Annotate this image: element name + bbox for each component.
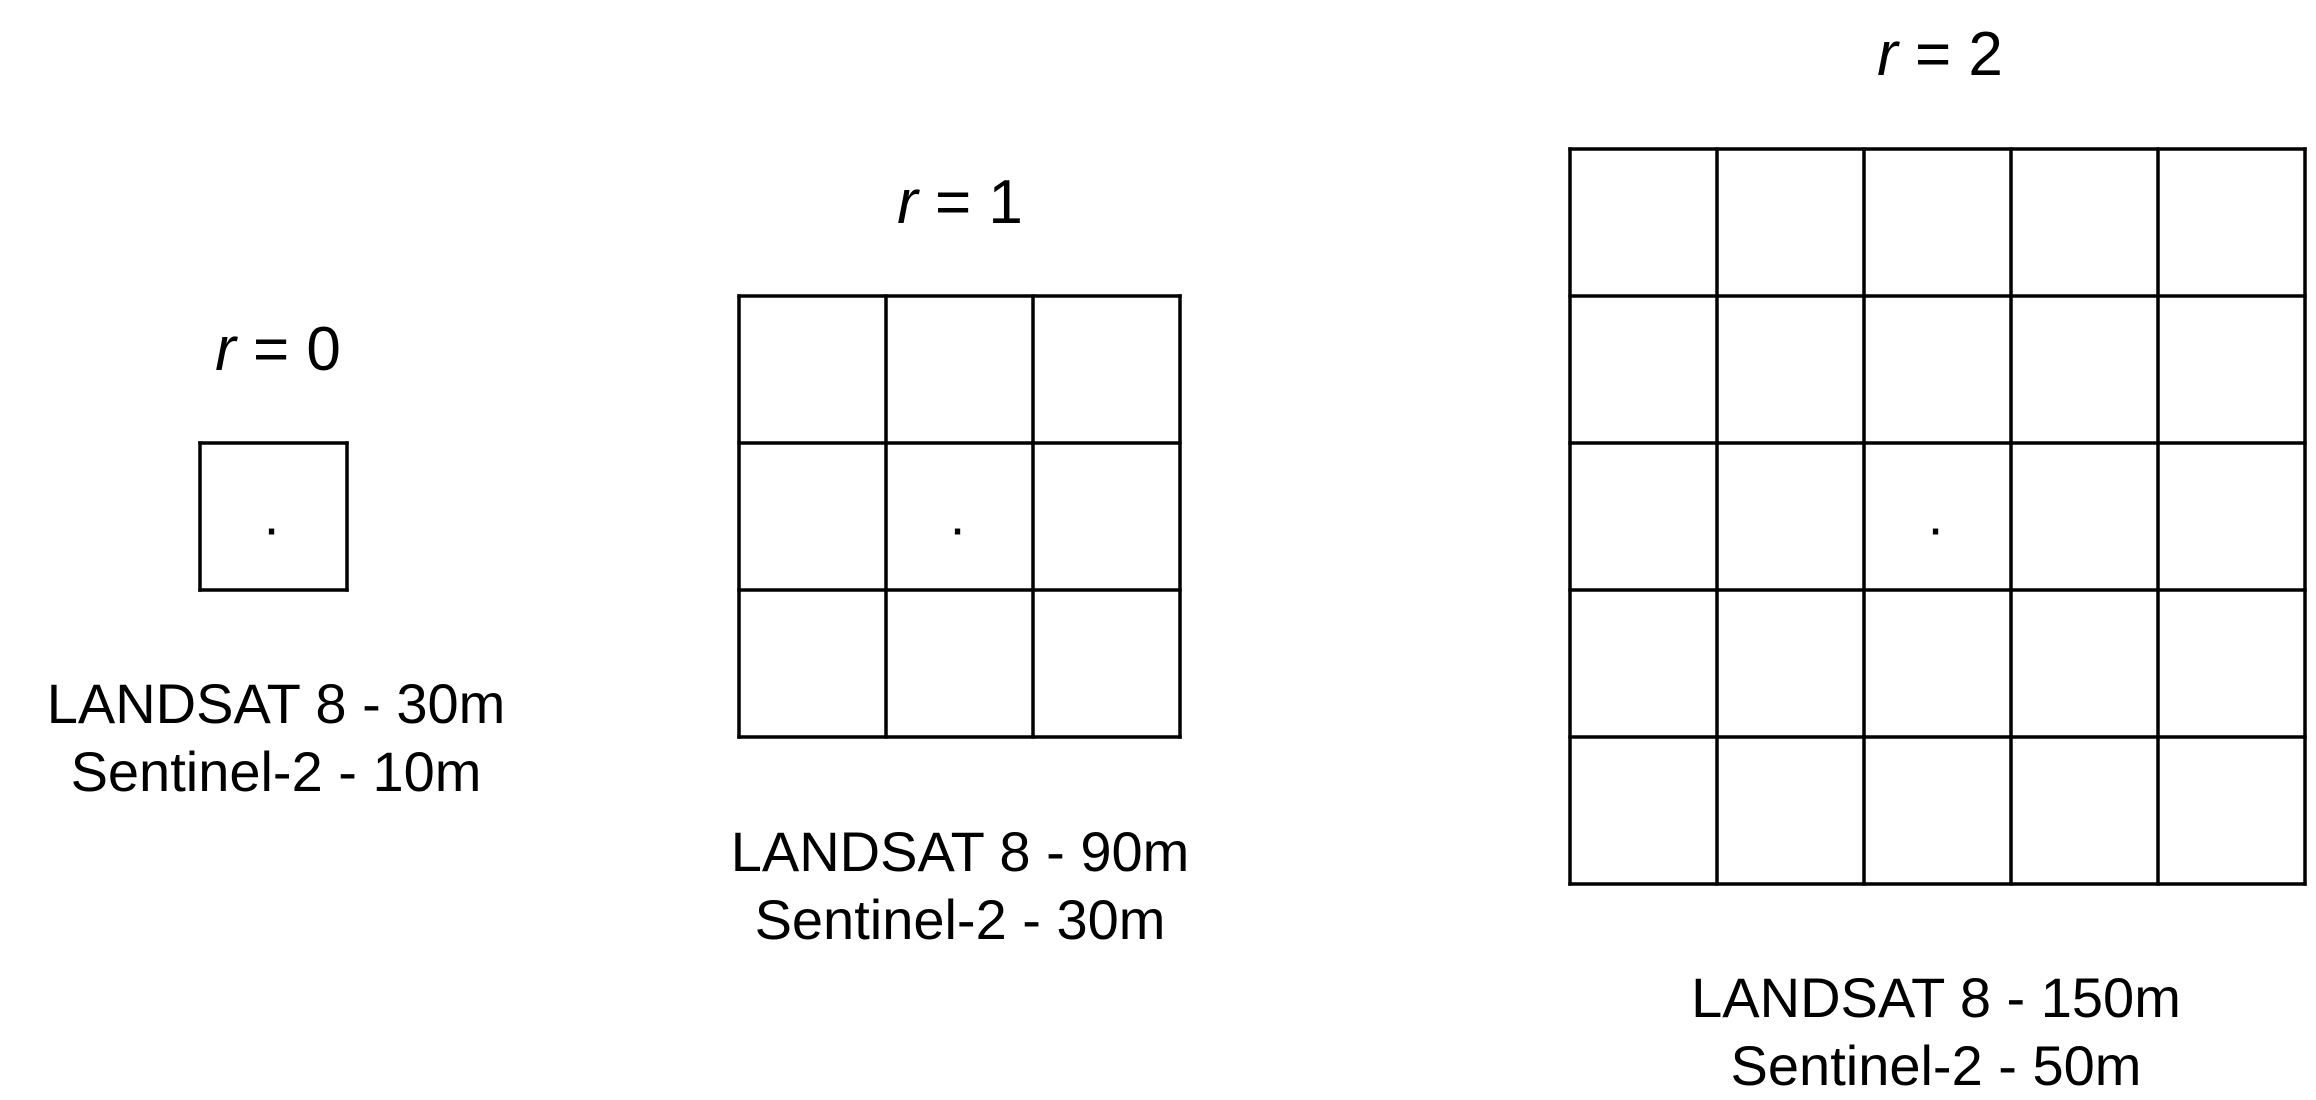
pixel-grid-r0: .	[198, 441, 349, 592]
radius-label-0: r = 0	[215, 315, 341, 385]
resolution-caption-2: LANDSAT 8 - 150m Sentinel-2 - 50m	[1691, 964, 2181, 1100]
radius-value: = 1	[917, 168, 1023, 237]
sentinel-resolution: Sentinel-2 - 30m	[754, 888, 1166, 951]
pixel-grid-r1: .	[737, 294, 1182, 739]
center-pixel-mark: .	[950, 484, 966, 547]
resolution-caption-1: LANDSAT 8 - 90m Sentinel-2 - 30m	[731, 818, 1190, 954]
radius-value: = 2	[1897, 20, 2003, 89]
center-pixel-mark: .	[1928, 484, 1944, 547]
radius-value: = 0	[235, 315, 341, 384]
resolution-caption-0: LANDSAT 8 - 30m Sentinel-2 - 10m	[47, 670, 506, 806]
sentinel-resolution: Sentinel-2 - 50m	[1730, 1034, 2142, 1097]
landsat-resolution: LANDSAT 8 - 30m	[46, 672, 506, 735]
center-pixel-mark: .	[264, 484, 280, 547]
radius-label-2: r = 2	[1877, 20, 2003, 90]
radius-variable: r	[1877, 20, 1898, 89]
radius-label-1: r = 1	[897, 168, 1023, 238]
pixel-grid-r2: .	[1568, 147, 2307, 886]
radius-variable: r	[897, 168, 918, 237]
sentinel-resolution: Sentinel-2 - 10m	[70, 740, 482, 803]
landsat-resolution: LANDSAT 8 - 90m	[730, 820, 1190, 883]
landsat-resolution: LANDSAT 8 - 150m	[1691, 966, 2181, 1029]
radius-variable: r	[215, 315, 236, 384]
